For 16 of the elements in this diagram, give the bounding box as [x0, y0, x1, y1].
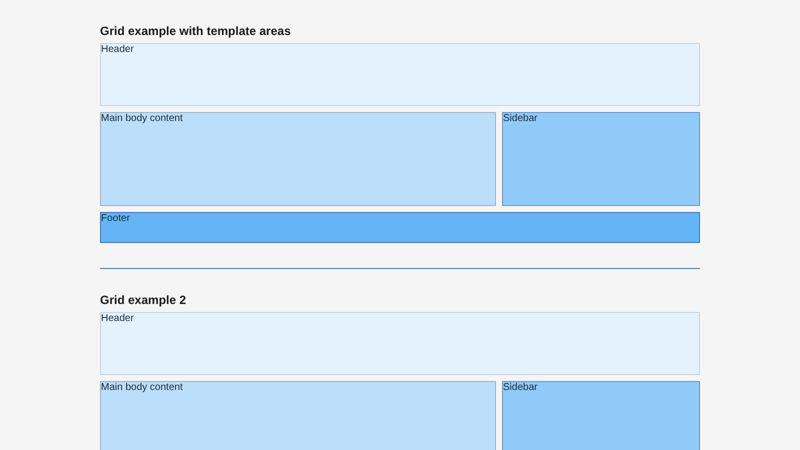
sidebar-area: [502, 381, 700, 450]
section-heading: Grid example with template areas: [100, 24, 291, 39]
sidebar-area: [502, 112, 700, 206]
main-content-area: [100, 381, 496, 450]
area-label: Header: [101, 44, 134, 56]
area-label: Footer: [101, 213, 130, 225]
area-label: Main body content: [101, 382, 183, 394]
area-label: Main body content: [101, 113, 183, 125]
footer-area: [100, 212, 700, 243]
header-area: [100, 312, 700, 375]
main-content-area: [100, 112, 496, 206]
area-label: Sidebar: [503, 113, 538, 125]
section-heading: Grid example 2: [100, 293, 186, 308]
area-label: Header: [101, 313, 134, 325]
header-area: [100, 43, 700, 106]
area-label: Sidebar: [503, 382, 538, 394]
